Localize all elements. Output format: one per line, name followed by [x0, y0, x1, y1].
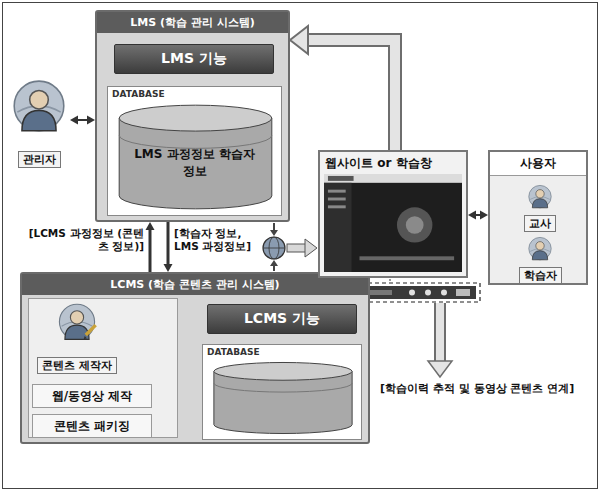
learner-actor: 학습자	[502, 236, 578, 284]
connector	[164, 222, 173, 272]
website-window: 웹사이트 or 학습창	[318, 150, 468, 278]
database-cylinder	[211, 361, 355, 435]
group-title: 사용자	[490, 152, 586, 176]
actor-name: 교사	[524, 215, 556, 232]
icon-wrap	[526, 184, 554, 212]
database-box: DATABASE	[202, 344, 362, 440]
function-box: LCMS 기능	[207, 304, 357, 334]
frame	[3, 3, 598, 489]
icon-wrap	[324, 174, 462, 272]
database-title: DATABASE	[108, 87, 281, 101]
connector	[70, 116, 95, 125]
connector	[146, 222, 155, 272]
lms-system-box: LMS (학습 관리 시스템) LMS 기능 DATABASELMS 과정정보 학습…	[95, 10, 290, 222]
task-name: 콘텐츠 패키징	[54, 418, 130, 435]
edge-label: [LCMS 과정정보 (콘텐츠 정보)]	[28, 227, 144, 253]
person-icon	[55, 302, 99, 346]
window-title: 웹사이트 or 학습창	[320, 152, 466, 175]
tracking-arrow	[428, 303, 452, 377]
admin-actor: 관리자	[8, 78, 70, 168]
function-box: LMS 기능	[114, 44, 274, 74]
actor-name: 관리자	[18, 151, 61, 168]
actor-name: 콘텐츠 제작자	[37, 357, 117, 374]
internet-globe	[263, 237, 285, 259]
actor-name: 학습자	[519, 267, 562, 284]
database-box: DATABASELMS 과정정보 학습자 정보	[107, 86, 282, 216]
icon-wrap	[55, 302, 99, 346]
task-name: 웹/동영상 제작	[52, 388, 133, 405]
icon-wrap	[526, 236, 554, 264]
note-label: [학습이력 추적 및 동영상 콘텐츠 연계]	[380, 381, 574, 396]
person-icon	[526, 184, 554, 212]
edge-label: [학습자 정보, LMS 과정정보]	[174, 227, 254, 253]
icon-wrap	[211, 361, 355, 435]
task-box: 콘텐츠 패키징	[32, 414, 152, 438]
lcms-system-box: LCMS (학습 콘텐츠 관리 시스템) 콘텐츠 제작자웹/동영상 제작콘텐츠 패…	[20, 272, 370, 444]
person-icon	[8, 78, 70, 140]
task-box: 웹/동영상 제작	[32, 384, 152, 408]
database-content: LMS 과정정보 학습자 정보	[108, 101, 281, 215]
thick-arrow	[290, 26, 395, 150]
function-name: LMS 기능	[161, 50, 227, 68]
database-title: DATABASE	[203, 345, 361, 359]
system-title: LMS (학습 관리 시스템)	[97, 12, 288, 33]
screenshot	[324, 174, 462, 272]
globe-arrows	[270, 223, 278, 271]
teacher-actor: 교사	[502, 184, 578, 232]
user-group-box: 사용자교사학습자	[488, 150, 588, 285]
connector	[468, 211, 488, 220]
globe-to-web-arrow	[287, 239, 317, 257]
system-title: LCMS (학습 콘텐츠 관리 시스템)	[22, 274, 368, 295]
icon-wrap	[8, 78, 70, 140]
person-icon	[526, 236, 554, 264]
function-name: LCMS 기능	[244, 310, 320, 328]
creator-actor: 콘텐츠 제작자	[32, 302, 122, 374]
